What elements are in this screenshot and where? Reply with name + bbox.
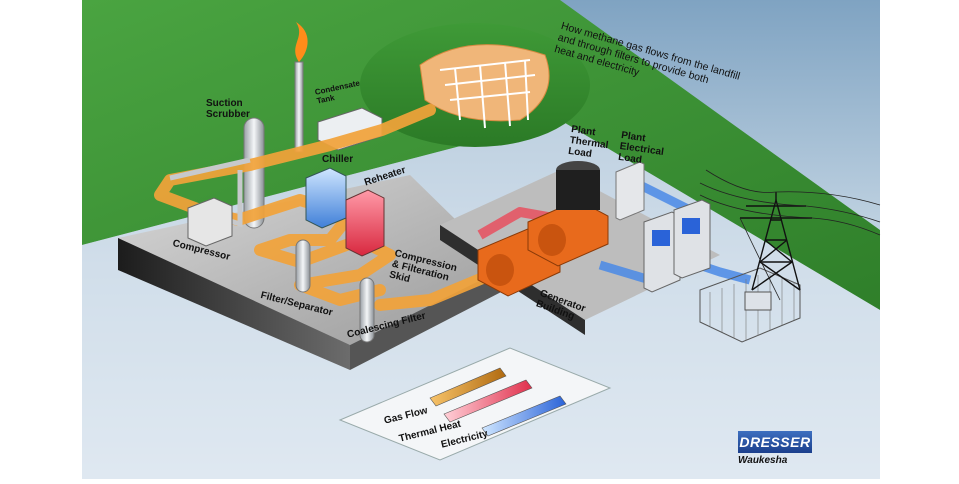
power-lines — [699, 169, 881, 301]
flare-stack — [294, 61, 304, 153]
switchgear-screen-2 — [682, 218, 700, 234]
legend-swatch-electricity — [481, 395, 567, 437]
legend-swatch-gas-flow — [429, 367, 507, 407]
label-suction-scrubber: Suction Scrubber — [206, 98, 250, 120]
chiller-unit — [305, 167, 347, 229]
filter-separator-vessel — [295, 239, 311, 293]
transformer — [744, 291, 772, 311]
skid-slab-front — [350, 268, 505, 370]
engine-generator-sets — [477, 199, 609, 297]
brand-name: DRESSER — [738, 431, 812, 453]
label-chiller: Chiller — [322, 154, 354, 165]
label-plant-electrical-load: Plant Electrical Load — [617, 130, 665, 167]
label-plant-thermal-load: Plant Thermal Load — [567, 124, 609, 161]
flare-flame-icon — [295, 22, 308, 62]
plant-electrical-load-cabinet — [615, 161, 645, 221]
switchgear-screen-1 — [652, 230, 670, 246]
compressor-unit — [187, 197, 233, 247]
skid-slab-side — [118, 238, 350, 370]
green-ground — [82, 0, 880, 310]
legend-bars — [429, 367, 567, 437]
substation-fence — [699, 267, 801, 343]
reheater-unit — [345, 189, 385, 257]
landfill-wells — [439, 59, 536, 129]
brand-subtitle: Waukesha — [738, 455, 788, 466]
coalescing-filter-vessel — [359, 277, 375, 343]
plant-thermal-load-tank — [556, 170, 600, 210]
legend-swatch-thermal-heat — [443, 379, 533, 423]
switchgear-cabinet-2 — [673, 199, 711, 279]
dresser-waukesha-logo: DRESSER Waukesha — [738, 431, 812, 466]
suction-scrubber-vessel — [243, 117, 265, 229]
